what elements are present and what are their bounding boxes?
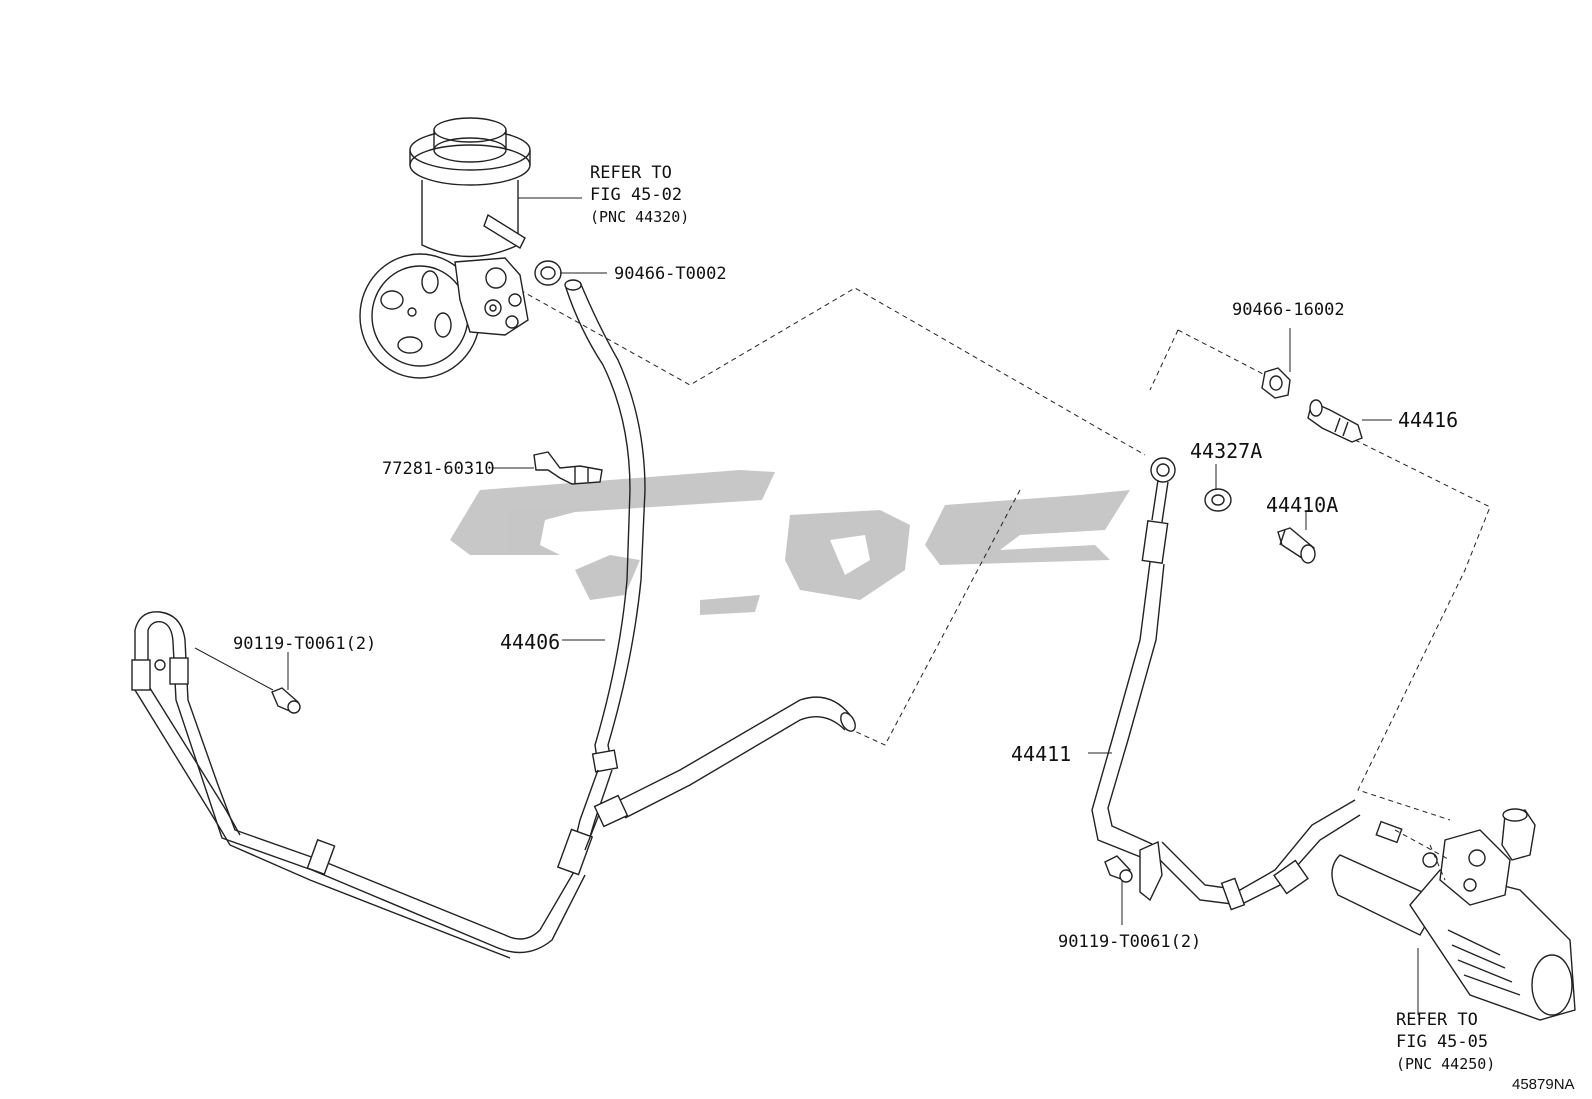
label-44410A: 44410A	[1266, 493, 1339, 517]
clip-77281-60310-drawing	[533, 451, 603, 485]
dashed-group-outline-left	[519, 287, 1146, 746]
clamp-90466-16002-drawing	[1261, 367, 1291, 399]
label-90119-T0061-left: 90119-T0061(2)	[233, 634, 377, 654]
tube-assembly-left-drawing	[131, 611, 856, 959]
power-steering-pump-drawing	[359, 117, 531, 379]
label-refer-pump-1: REFER TO	[590, 163, 672, 183]
clamp-90466-T0002-drawing	[534, 260, 562, 286]
label-refer-rack-2: FIG 45-05	[1396, 1032, 1489, 1052]
label-90119-T0061-right: 90119-T0061(2)	[1058, 932, 1202, 952]
dashed-group-outline-right	[1149, 329, 1491, 821]
steering-rack-drawing	[1331, 808, 1576, 1021]
hose-44411-drawing	[1091, 457, 1403, 911]
leader-lines	[194, 197, 1451, 1015]
label-44327A: 44327A	[1190, 439, 1263, 463]
bolt-left-drawing	[271, 687, 301, 714]
label-77281-60310: 77281-60310	[382, 459, 495, 479]
label-refer-pump-3: (PNC 44320)	[590, 208, 690, 226]
label-refer-rack-3: (PNC 44250)	[1396, 1055, 1496, 1073]
label-44416: 44416	[1398, 408, 1459, 432]
figure-code: 45879NA	[1512, 1076, 1575, 1093]
label-44411: 44411	[1011, 742, 1072, 766]
label-90466-T0002: 90466-T0002	[614, 264, 727, 284]
bolt-44410A-drawing	[1277, 527, 1316, 564]
label-refer-pump-2: FIG 45-02	[590, 185, 683, 205]
label-90466-16002: 90466-16002	[1232, 300, 1345, 320]
bolt-right-drawing	[1104, 855, 1133, 883]
gasket-44327A-drawing	[1204, 488, 1232, 512]
label-refer-rack-1: REFER TO	[1396, 1010, 1478, 1030]
union-44416-drawing	[1307, 399, 1363, 443]
label-44406: 44406	[500, 630, 561, 654]
watermark-logo	[450, 470, 1130, 615]
